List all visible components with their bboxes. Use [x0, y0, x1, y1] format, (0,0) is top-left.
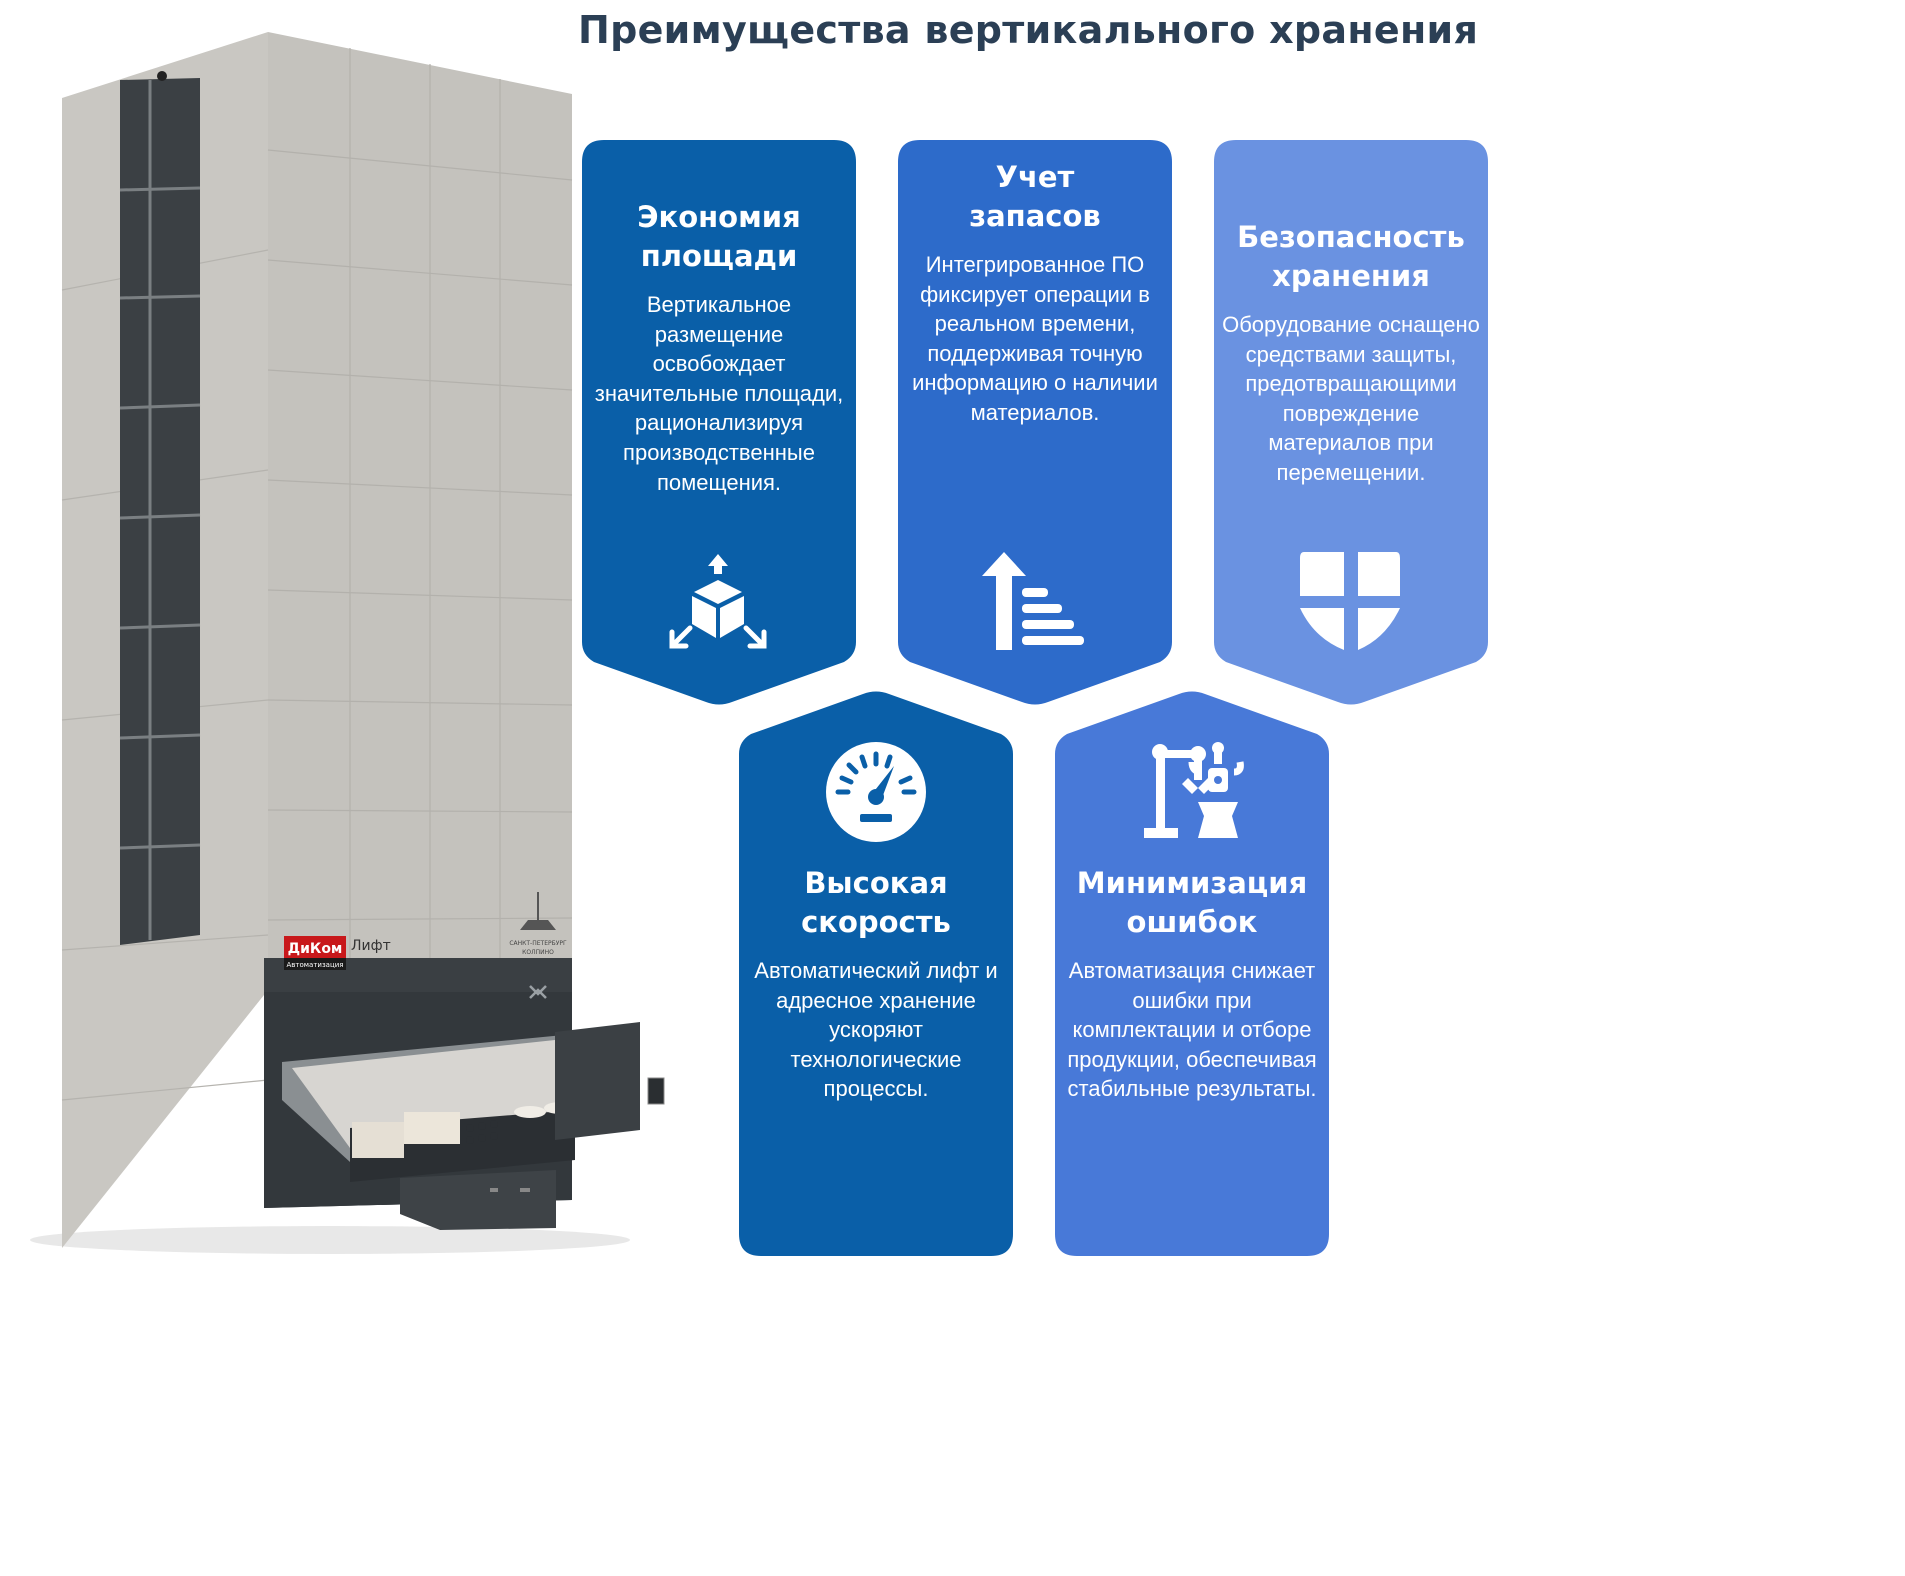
card-text: Автоматизация снижает ошибки при комплек…	[1067, 958, 1317, 1102]
card-high-speed: Высокая скорость Автоматический лифт и ад…	[739, 864, 1013, 1104]
page-title: Преимущества вертикального хранения	[578, 8, 1479, 52]
card-text: Автоматический лифт и адресное хранение …	[754, 958, 998, 1102]
card-text: Оборудование оснащено средствами защиты,…	[1222, 312, 1480, 485]
card-shape	[582, 140, 856, 705]
card-error-minimization: Минимизация ошибок Автоматизация снижает …	[1055, 864, 1329, 1104]
city-emblem: САНКТ-ПЕТЕРБУРГ КОЛПИНО	[509, 892, 567, 956]
card-inventory: Учет запасов Интегрированное ПО фиксирует…	[898, 158, 1172, 428]
expand-box-icon	[669, 554, 767, 649]
card-title-line1: Безопасность	[1237, 220, 1465, 254]
svg-text:САНКТ-ПЕТЕРБУРГ: САНКТ-ПЕТЕРБУРГ	[509, 940, 567, 947]
card-shape	[898, 140, 1172, 705]
card-space-saving: Экономия площади Вертикальное размещение …	[582, 198, 856, 497]
card-shape	[739, 691, 1013, 1256]
robot-arm-icon	[1144, 742, 1244, 838]
card-title-line1: Учет	[995, 160, 1075, 194]
card-title-line1: Минимизация	[1076, 866, 1308, 900]
brand-logo: ДиКом	[288, 941, 343, 957]
card-title-line2: ошибок	[1126, 905, 1258, 939]
card-title-line1: Экономия	[637, 200, 801, 234]
card-title-line2: хранения	[1272, 259, 1430, 293]
card-title-line2: площади	[640, 239, 798, 273]
card-title-line2: скорость	[801, 905, 951, 939]
svg-text:КОЛПИНО: КОЛПИНО	[522, 949, 554, 956]
shield-icon	[1300, 552, 1400, 650]
model-name: Лифт	[351, 938, 391, 954]
card-shape	[1055, 691, 1329, 1256]
vertical-lift-image: ДиКом Автоматизация Лифт САНКТ-ПЕТЕРБУРГ…	[30, 32, 665, 1254]
brand-subtitle: Автоматизация	[286, 961, 343, 969]
card-title-line2: запасов	[969, 199, 1101, 233]
card-shape	[1214, 140, 1488, 705]
inventory-stack-icon	[982, 552, 1084, 650]
card-storage-safety: Безопасность хранения Оборудование оснаще…	[1214, 218, 1488, 488]
card-text: Интегрированное ПО фиксирует операции в …	[912, 252, 1158, 425]
card-title-line1: Высокая	[804, 866, 948, 900]
card-text: Вертикальное размещение освобождает знач…	[594, 292, 844, 495]
speedometer-icon	[826, 742, 926, 842]
